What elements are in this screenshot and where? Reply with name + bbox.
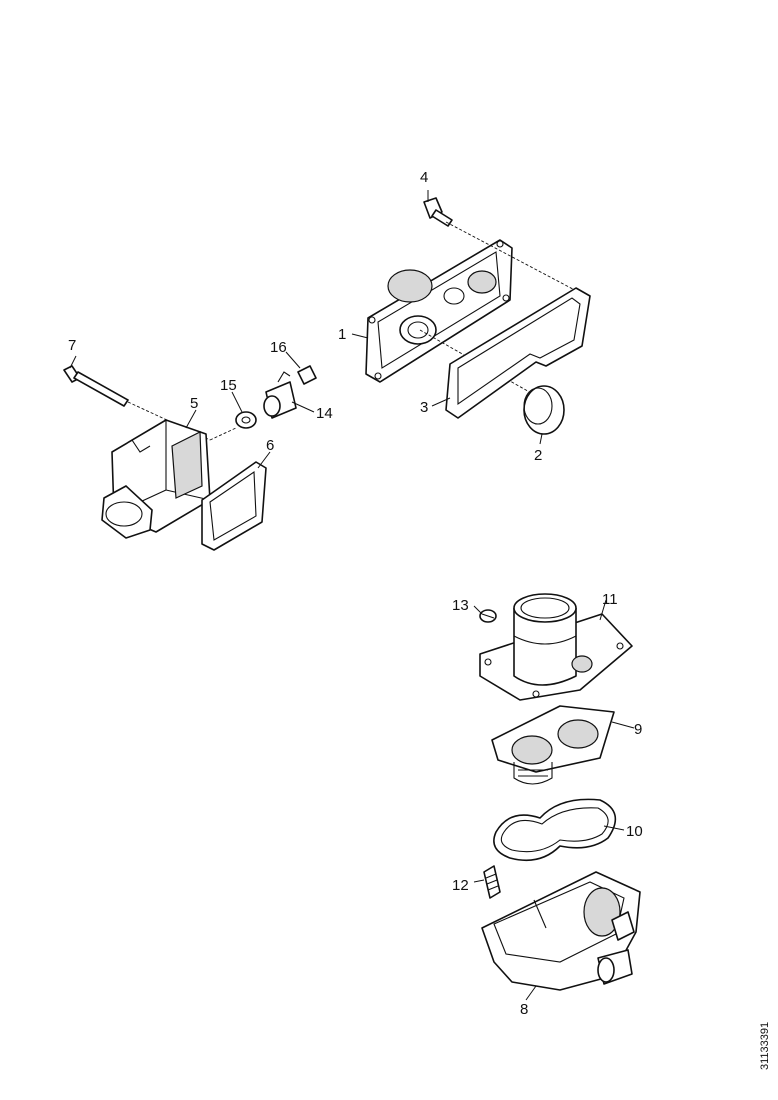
seal-part-10 bbox=[493, 798, 617, 862]
screw-part-13 bbox=[479, 609, 497, 623]
callout-11: 11 bbox=[602, 591, 618, 608]
callout-9: 9 bbox=[634, 721, 642, 738]
spring-part-12 bbox=[483, 865, 501, 899]
thermostat-cover-part-11 bbox=[479, 593, 633, 701]
washer-part-15 bbox=[235, 411, 257, 429]
callout-14: 14 bbox=[316, 405, 333, 422]
callout-6: 6 bbox=[266, 437, 274, 454]
callout-12: 12 bbox=[452, 877, 469, 894]
bolt-part-7 bbox=[63, 365, 129, 407]
reference-code: 31133391 bbox=[759, 1022, 771, 1070]
sensor-part-14 bbox=[263, 371, 297, 419]
callout-5: 5 bbox=[190, 395, 198, 412]
plug-part-2 bbox=[523, 385, 565, 435]
leader-lines bbox=[69, 190, 635, 1001]
thermostat-housing-part-8 bbox=[481, 871, 641, 991]
callout-13: 13 bbox=[452, 597, 469, 614]
callout-10: 10 bbox=[626, 823, 643, 840]
callout-7: 7 bbox=[68, 337, 76, 354]
thermostat-part-9 bbox=[491, 705, 615, 785]
bolt-part-4 bbox=[423, 197, 453, 227]
gasket-part-6 bbox=[201, 461, 267, 551]
callout-2: 2 bbox=[534, 447, 542, 464]
callout-15: 15 bbox=[220, 377, 237, 394]
callout-1: 1 bbox=[338, 326, 346, 343]
callout-8: 8 bbox=[520, 1001, 528, 1018]
callout-3: 3 bbox=[420, 399, 428, 416]
callout-16: 16 bbox=[270, 339, 287, 356]
gasket-part-3 bbox=[445, 287, 591, 419]
callout-4: 4 bbox=[420, 169, 428, 186]
nut-part-16 bbox=[297, 365, 317, 385]
cover-plate-part-1 bbox=[365, 239, 513, 383]
housing-part-5 bbox=[101, 419, 211, 539]
